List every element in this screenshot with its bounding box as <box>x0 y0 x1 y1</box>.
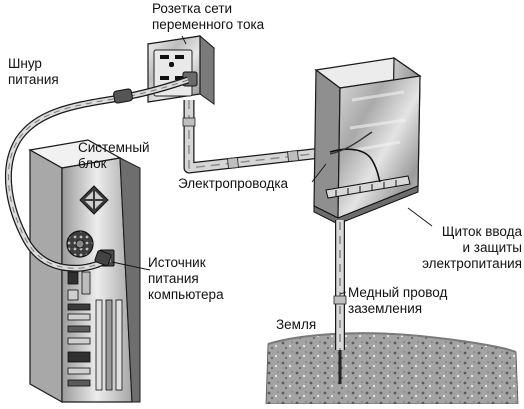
leader-lines <box>111 35 433 295</box>
label-ground-line1: Земля <box>276 317 317 332</box>
outlet-socket-top <box>160 55 184 67</box>
ground-soil <box>265 332 519 405</box>
psu-connector <box>94 250 112 266</box>
expansion-slots <box>67 271 123 391</box>
label-psu: Источник питания компьютера <box>148 255 224 303</box>
power-cord <box>4 76 190 272</box>
label-outlet-line2: переменного тока <box>152 17 265 32</box>
label-psu-line2: питания <box>148 271 199 286</box>
label-copper-line1: Медный провод <box>348 285 448 300</box>
label-psu-line1: Источник <box>148 255 206 270</box>
label-panel-line1: Щиток ввода <box>441 224 522 239</box>
wiring-conduit <box>182 100 331 174</box>
system-unit <box>28 139 141 404</box>
wall-outlet <box>146 34 216 105</box>
label-copper-line2: заземления <box>348 301 423 316</box>
ground-bus-bar <box>325 175 411 199</box>
case-vent-diamond <box>79 185 109 215</box>
cord-connector <box>113 88 133 104</box>
label-panel-line3: электропитания <box>422 256 522 271</box>
label-copper-wire: Медный провод заземления <box>348 285 447 317</box>
label-system-unit: Системный блок <box>78 140 150 172</box>
label-outlet: Розетка сети переменного тока <box>152 1 264 33</box>
label-system-line2: блок <box>78 156 107 171</box>
label-panel-line2: и защиты <box>462 240 522 255</box>
label-wiring-line1: Электропроводка <box>178 176 289 191</box>
electrical-panel <box>313 56 422 225</box>
label-ground: Земля <box>276 317 316 333</box>
label-cord-line1: Шнур <box>8 56 42 71</box>
label-wiring: Электропроводка <box>178 176 288 192</box>
label-cord-line2: питания <box>8 72 59 87</box>
label-panel: Щиток ввода и защиты электропитания <box>400 224 522 272</box>
label-outlet-line1: Розетка сети <box>152 1 233 16</box>
label-system-line1: Системный <box>78 140 150 155</box>
label-psu-line3: компьютера <box>148 287 224 302</box>
copper-ground-wire <box>333 220 347 384</box>
label-power-cord: Шнур питания <box>8 56 59 88</box>
